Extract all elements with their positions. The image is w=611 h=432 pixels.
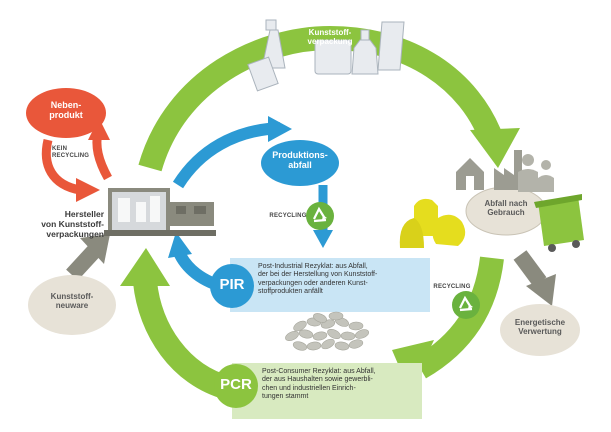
pellet [328, 311, 344, 321]
arrow-pcr-to-manufacturer [133, 280, 232, 400]
pellet [312, 331, 328, 341]
pcr-description: Post-Consumer Rezyklat: aus Abfall, der … [262, 368, 376, 401]
label-energetische-verwertung: Energetische Verwertung [514, 318, 566, 337]
pellets-icon [285, 311, 370, 351]
arrowhead-recycling [313, 230, 333, 248]
label-kein-recycling: KEIN RECYCLING [52, 146, 90, 159]
arrowhead-to-manufacturer [120, 248, 170, 286]
label-abfall-nach-gebrauch: Abfall nach Gebrauch [484, 199, 528, 218]
pellet [306, 341, 322, 351]
machine-icon [104, 188, 216, 236]
pellet [313, 313, 327, 323]
recycle-icon [452, 291, 480, 319]
label-recycling-right: RECYCLING [433, 284, 471, 290]
pellet [348, 321, 364, 331]
recycle-icon [306, 202, 334, 230]
node-energetische-shape [500, 304, 580, 356]
byproduct-cycle [41, 118, 112, 202]
label-hersteller: Hersteller von Kunststoff- verpackungen [41, 209, 104, 239]
pir-box [210, 258, 430, 312]
label-recycling-left: RECYCLING [269, 213, 307, 219]
arrowhead-neuware [80, 234, 110, 264]
pcr-desc-box [232, 363, 422, 419]
pir-description: Post-Industrial Rezyklat: aus Abfall, de… [258, 263, 378, 296]
arrow-waste-to-pcr [413, 256, 504, 379]
pellet [293, 320, 307, 332]
grey-arrows [66, 234, 556, 306]
pir-badge-circle [210, 264, 254, 308]
node-produktionsabfall-shape [261, 140, 339, 186]
main-cycle-arrows [120, 25, 520, 400]
pcr-box [214, 363, 422, 419]
arrowhead-production-waste [268, 116, 292, 142]
arrow-to-packaging [138, 25, 504, 172]
arrow-to-energy [513, 250, 547, 287]
pellet [334, 341, 350, 351]
node-neuware-shape [28, 275, 116, 335]
pellet [285, 331, 299, 341]
pir-desc-box [230, 258, 430, 312]
label-produktionsabfall: Produktions- abfall [272, 150, 328, 171]
arrow-byproduct-return [41, 138, 82, 195]
arrowhead-pir [168, 232, 192, 258]
pellet [348, 339, 364, 349]
label-nebenprodukt: Neben- produkt [49, 100, 83, 121]
arrow-to-production-waste [172, 122, 281, 189]
factory-icon [494, 150, 522, 190]
arrowhead-energy [526, 274, 556, 306]
container-icon [534, 194, 584, 252]
pellet [327, 328, 341, 340]
pellet [340, 331, 356, 341]
pellet [292, 341, 308, 351]
arrowhead-byproduct [88, 118, 110, 140]
bottles-icon [247, 19, 405, 92]
arrowhead-byproduct-return [76, 178, 100, 202]
node-nebenprodukt-shape [26, 88, 106, 138]
pellet [298, 329, 314, 339]
waste-bags-icon [399, 198, 466, 248]
pcr-badge: PCR [220, 376, 252, 393]
people-icon [518, 154, 554, 192]
houses-icon [456, 158, 484, 190]
label-kunststoffneuware: Kunststoff- neuware [50, 292, 94, 311]
label-kunststoffverpackung: Kunststoff- verpackung [307, 28, 353, 47]
pcr-badge-circle [214, 364, 258, 408]
pir-badge: PIR [219, 276, 245, 293]
pellet [321, 338, 335, 350]
arrowhead-to-consumer [470, 128, 520, 168]
arrow-neuware-to-manufacturer [66, 244, 101, 281]
pellet [354, 329, 370, 339]
